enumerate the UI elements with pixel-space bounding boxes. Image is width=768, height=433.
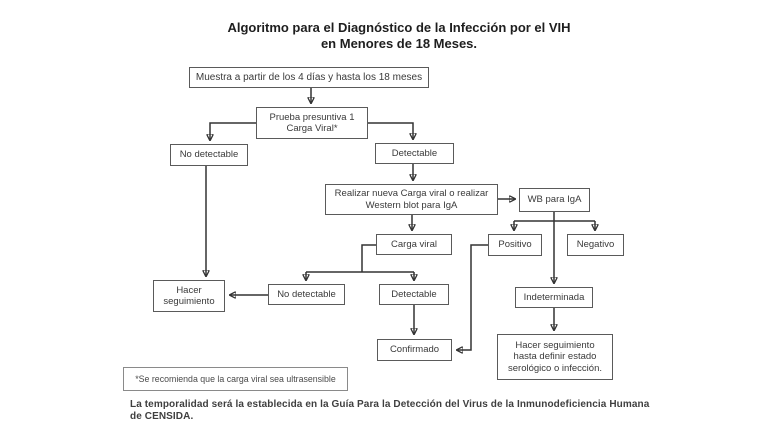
node-hacer-seguimiento: Hacer seguimiento <box>153 280 225 312</box>
node-indeterminada: Indeterminada <box>515 287 593 308</box>
footnote-box: *Se recomienda que la carga viral sea ul… <box>123 367 348 391</box>
edge-positivo-confirmado <box>457 244 488 350</box>
node-wb-para-iga: WB para IgA <box>519 188 590 212</box>
footer-note: La temporalidad será la establecida en l… <box>130 399 650 422</box>
page-title: Algoritmo para el Diagnóstico de la Infe… <box>227 20 571 51</box>
node-positivo: Positivo <box>488 234 542 256</box>
node-negativo: Negativo <box>567 234 624 256</box>
node-muestra: Muestra a partir de los 4 días y hasta l… <box>189 67 429 88</box>
edge-prueba-nodetectable1 <box>210 122 256 140</box>
node-detectable-2: Detectable <box>379 284 449 305</box>
node-hacer-seguimiento-2: Hacer seguimiento hasta definir estado s… <box>497 334 613 380</box>
node-realizar: Realizar nueva Carga viral o realizar We… <box>325 184 498 215</box>
node-no-detectable-2: No detectable <box>268 284 345 305</box>
node-confirmado: Confirmado <box>377 339 452 361</box>
edge-prueba-detectable1 <box>368 122 413 139</box>
node-detectable-1: Detectable <box>375 143 454 164</box>
node-prueba-presuntiva: Prueba presuntiva 1 Carga Viral* <box>256 107 368 139</box>
edge-cargaviral-elbow <box>361 244 377 272</box>
node-carga-viral: Carga viral <box>376 234 452 255</box>
node-no-detectable-1: No detectable <box>170 144 248 166</box>
